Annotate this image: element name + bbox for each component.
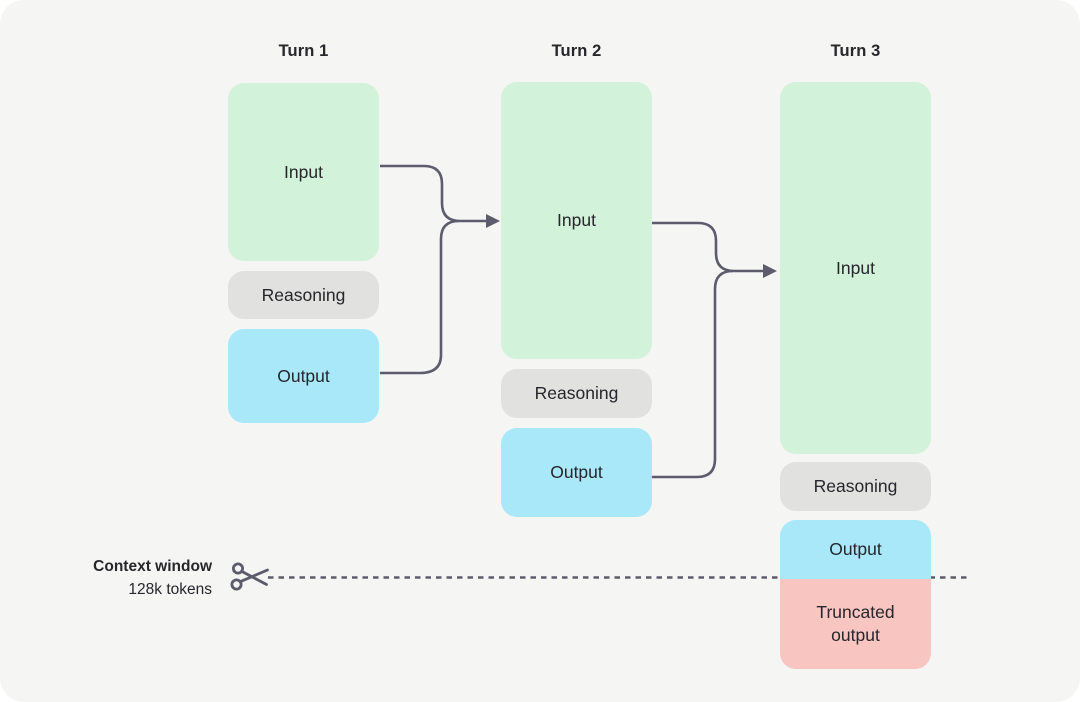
arrowhead-icon: [486, 214, 500, 228]
turn1-output-label: Output: [277, 365, 330, 386]
turn1-input-box: Input: [228, 83, 379, 261]
turn1-reasoning-label: Reasoning: [261, 284, 346, 305]
turn2-input-label: Input: [557, 210, 596, 231]
turn3-output-label: Output: [829, 539, 882, 560]
turn3-truncated-output-box: Truncated output: [780, 579, 931, 669]
turn1-reasoning-box: Reasoning: [228, 271, 379, 319]
turn3-output-box: Output: [780, 520, 931, 579]
arrowhead-icon: [763, 264, 777, 278]
turn1-input-label: Input: [284, 161, 323, 182]
turn3-input-label: Input: [836, 257, 875, 278]
context-window-title: Context window: [93, 558, 212, 575]
turn1-output-box: Output: [228, 329, 379, 423]
turn3-truncated-output-label: Truncated output: [816, 602, 895, 645]
turn2-reasoning-box: Reasoning: [501, 369, 652, 418]
turn2-output-label: Output: [550, 462, 603, 483]
context-window-subtitle: 128k tokens: [128, 581, 212, 598]
turn2-input-box: Input: [501, 82, 652, 359]
turn3-header: Turn 3: [830, 42, 881, 60]
turn3-reasoning-label: Reasoning: [813, 476, 898, 497]
turn1-header: Turn 1: [278, 42, 329, 60]
turn3-input-box: Input: [780, 82, 931, 454]
arrow-turn1-to-turn2: [380, 164, 500, 375]
arrow-turn2-to-turn3: [652, 221, 777, 479]
context-window-annotation: Context window 128k tokens: [40, 555, 212, 601]
turn3-reasoning-box: Reasoning: [780, 462, 931, 511]
turn2-reasoning-label: Reasoning: [534, 383, 619, 404]
turn2-output-box: Output: [501, 428, 652, 517]
turn2-header: Turn 2: [551, 42, 602, 60]
scissors-icon: [230, 562, 269, 591]
